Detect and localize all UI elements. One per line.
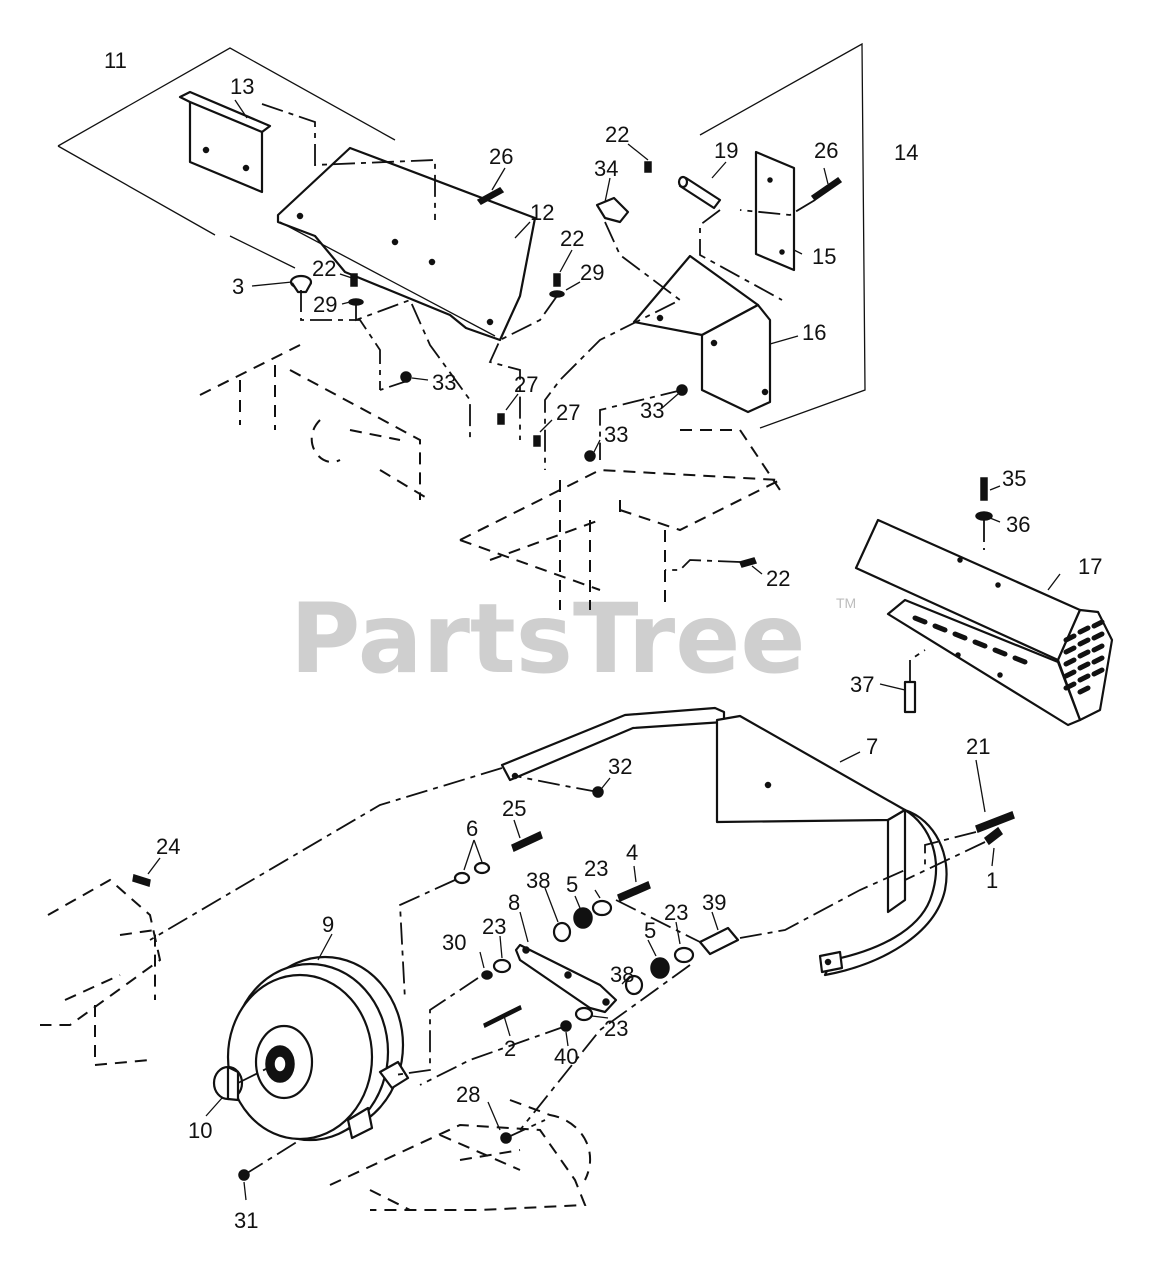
callout-29: 29 [313, 292, 337, 317]
part-22-screw-d [738, 557, 758, 568]
group-bracket-14 [699, 42, 866, 429]
part-21-bolt [975, 811, 1015, 833]
callout-22: 22 [312, 256, 336, 281]
callout-31: 31 [234, 1208, 258, 1233]
callout-36: 36 [1006, 512, 1030, 537]
callout-21: 21 [966, 734, 990, 759]
part-27-clip-a [497, 413, 505, 425]
callout-4: 4 [626, 840, 638, 865]
callout-23: 23 [482, 914, 506, 939]
part-26-pin-a [476, 187, 505, 205]
callout-40: 40 [554, 1044, 578, 1069]
part-16-bracket [632, 254, 772, 414]
callout-33: 33 [640, 398, 664, 423]
callout-28: 28 [456, 1082, 480, 1107]
callout-9: 9 [322, 912, 334, 937]
callout-26: 26 [489, 144, 513, 169]
part-12-plate [276, 146, 537, 342]
callout-labels: 11 13 26 12 22 34 19 26 14 22 22 3 29 29… [104, 48, 1102, 1233]
watermark-text: PartsTree [290, 583, 805, 695]
part-26-pin-b [810, 176, 843, 202]
hidden-frame-lower [40, 878, 591, 1211]
callout-22: 22 [560, 226, 584, 251]
callout-7: 7 [866, 734, 878, 759]
leader-lines [147, 99, 1061, 1201]
part-35-bolt [980, 477, 988, 501]
callout-39: 39 [702, 890, 726, 915]
callout-27: 27 [556, 400, 580, 425]
assembly-lines-guard [909, 520, 985, 682]
group-bracket-11 [57, 47, 396, 269]
part-33-nut-c [584, 450, 596, 462]
callout-38: 38 [526, 868, 550, 893]
part-36-washer [975, 511, 993, 521]
part-8-idler-arm [514, 943, 618, 1014]
hidden-frame-upper [199, 344, 784, 610]
part-7-belt-guard [500, 706, 948, 977]
callout-22: 22 [766, 566, 790, 591]
part-1-bolt [983, 826, 1004, 846]
callout-33: 33 [432, 370, 456, 395]
part-22-screw-c [644, 161, 652, 173]
callout-38: 38 [610, 962, 634, 987]
callout-8: 8 [508, 890, 520, 915]
part-22-screw-b [553, 273, 561, 287]
callout-24: 24 [156, 834, 180, 859]
part-3-knob [289, 274, 313, 294]
callout-29: 29 [580, 260, 604, 285]
part-10-bushing [212, 1065, 244, 1102]
part-37-spacer [903, 680, 917, 714]
callout-10: 10 [188, 1118, 212, 1143]
callout-30: 30 [442, 930, 466, 955]
callout-5: 5 [566, 872, 578, 897]
part-17-guard [854, 518, 1114, 727]
part-13-bracket [178, 90, 272, 194]
callout-26: 26 [814, 138, 838, 163]
callout-11: 11 [104, 48, 127, 73]
assembly-lines-lower [149, 767, 986, 1176]
part-27-clip-b [533, 435, 541, 447]
callout-17: 17 [1078, 554, 1102, 579]
callout-12: 12 [530, 200, 554, 225]
callout-14: 14 [894, 140, 918, 165]
callout-32: 32 [608, 754, 632, 779]
callout-19: 19 [714, 138, 738, 163]
part-34-clamp [595, 196, 630, 224]
callout-23: 23 [584, 856, 608, 881]
watermark-trademark: TM [836, 595, 856, 611]
callout-22: 22 [605, 122, 629, 147]
part-22-screw-a [350, 273, 358, 287]
callout-15: 15 [812, 244, 836, 269]
callout-37: 37 [850, 672, 874, 697]
callout-23: 23 [604, 1016, 628, 1041]
callout-27: 27 [514, 372, 538, 397]
callout-5: 5 [644, 918, 656, 943]
callout-13: 13 [230, 74, 254, 99]
callout-3: 3 [232, 274, 244, 299]
callout-23: 23 [664, 900, 688, 925]
part-19-pin [677, 175, 722, 210]
callout-34: 34 [594, 156, 618, 181]
lower-hardware [132, 830, 740, 1181]
callout-25: 25 [502, 796, 526, 821]
part-15-plate [754, 150, 796, 272]
callout-33: 33 [604, 422, 628, 447]
callout-35: 35 [1002, 466, 1026, 491]
callout-1: 1 [986, 868, 998, 893]
part-9-clutch [226, 955, 410, 1142]
callout-6: 6 [466, 816, 478, 841]
callout-2: 2 [504, 1036, 516, 1061]
callout-16: 16 [802, 320, 826, 345]
assembly-lines-upper [261, 103, 816, 571]
